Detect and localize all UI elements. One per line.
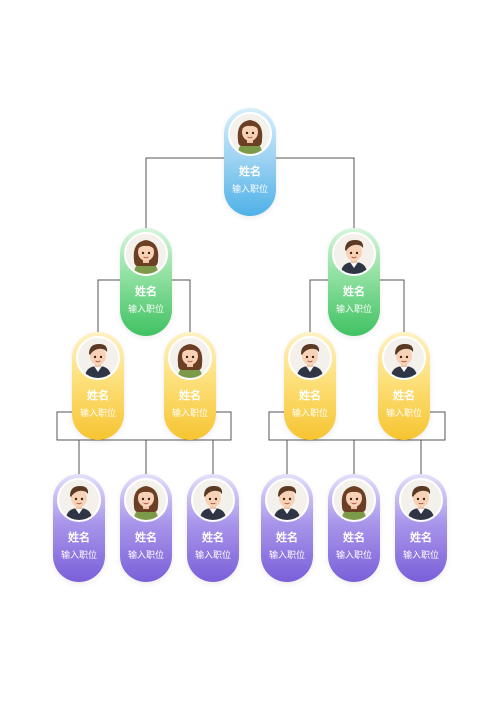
male-avatar-icon <box>332 232 376 276</box>
male-avatar-icon <box>191 478 235 522</box>
org-node-lead[interactable]: 姓名 输入职位 <box>284 332 336 440</box>
node-name: 姓名 <box>135 285 157 298</box>
node-role: 输入职位 <box>335 305 372 315</box>
male-avatar-icon <box>265 478 309 522</box>
org-node-staff[interactable]: 姓名 输入职位 <box>187 474 239 582</box>
node-name: 姓名 <box>393 389 415 402</box>
org-node-staff[interactable]: 姓名 输入职位 <box>395 474 447 582</box>
node-role: 输入职位 <box>127 305 164 315</box>
org-node-manager[interactable]: 姓名 输入职位 <box>120 228 172 336</box>
org-node-ceo[interactable]: 姓名 输入职位 <box>224 108 276 216</box>
org-node-staff[interactable]: 姓名 输入职位 <box>120 474 172 582</box>
node-name: 姓名 <box>343 531 365 544</box>
node-name: 姓名 <box>276 531 298 544</box>
node-name: 姓名 <box>202 531 224 544</box>
org-node-staff[interactable]: 姓名 输入职位 <box>53 474 105 582</box>
org-node-lead[interactable]: 姓名 输入职位 <box>164 332 216 440</box>
org-node-staff[interactable]: 姓名 输入职位 <box>261 474 313 582</box>
node-name: 姓名 <box>68 531 90 544</box>
org-node-staff[interactable]: 姓名 输入职位 <box>328 474 380 582</box>
node-name: 姓名 <box>343 285 365 298</box>
node-role: 输入职位 <box>231 185 268 195</box>
node-role: 输入职位 <box>402 551 439 561</box>
female-avatar-icon <box>124 478 168 522</box>
female-avatar-icon <box>332 478 376 522</box>
org-node-manager[interactable]: 姓名 输入职位 <box>328 228 380 336</box>
node-role: 输入职位 <box>291 409 328 419</box>
org-node-lead[interactable]: 姓名 输入职位 <box>72 332 124 440</box>
node-name: 姓名 <box>135 531 157 544</box>
connector-line <box>268 411 446 441</box>
male-avatar-icon <box>382 336 426 380</box>
male-avatar-icon <box>288 336 332 380</box>
node-name: 姓名 <box>179 389 201 402</box>
node-name: 姓名 <box>87 389 109 402</box>
node-name: 姓名 <box>299 389 321 402</box>
node-role: 输入职位 <box>60 551 97 561</box>
female-avatar-icon <box>168 336 212 380</box>
node-role: 输入职位 <box>335 551 372 561</box>
node-role: 输入职位 <box>194 551 231 561</box>
node-role: 输入职位 <box>171 409 208 419</box>
female-avatar-icon <box>228 112 272 156</box>
connector-line <box>56 411 232 441</box>
node-name: 姓名 <box>239 165 261 178</box>
node-role: 输入职位 <box>385 409 422 419</box>
node-role: 输入职位 <box>79 409 116 419</box>
male-avatar-icon <box>76 336 120 380</box>
female-avatar-icon <box>124 232 168 276</box>
org-node-lead[interactable]: 姓名 输入职位 <box>378 332 430 440</box>
node-role: 输入职位 <box>127 551 164 561</box>
male-avatar-icon <box>57 478 101 522</box>
node-name: 姓名 <box>410 531 432 544</box>
male-avatar-icon <box>399 478 443 522</box>
node-role: 输入职位 <box>268 551 305 561</box>
